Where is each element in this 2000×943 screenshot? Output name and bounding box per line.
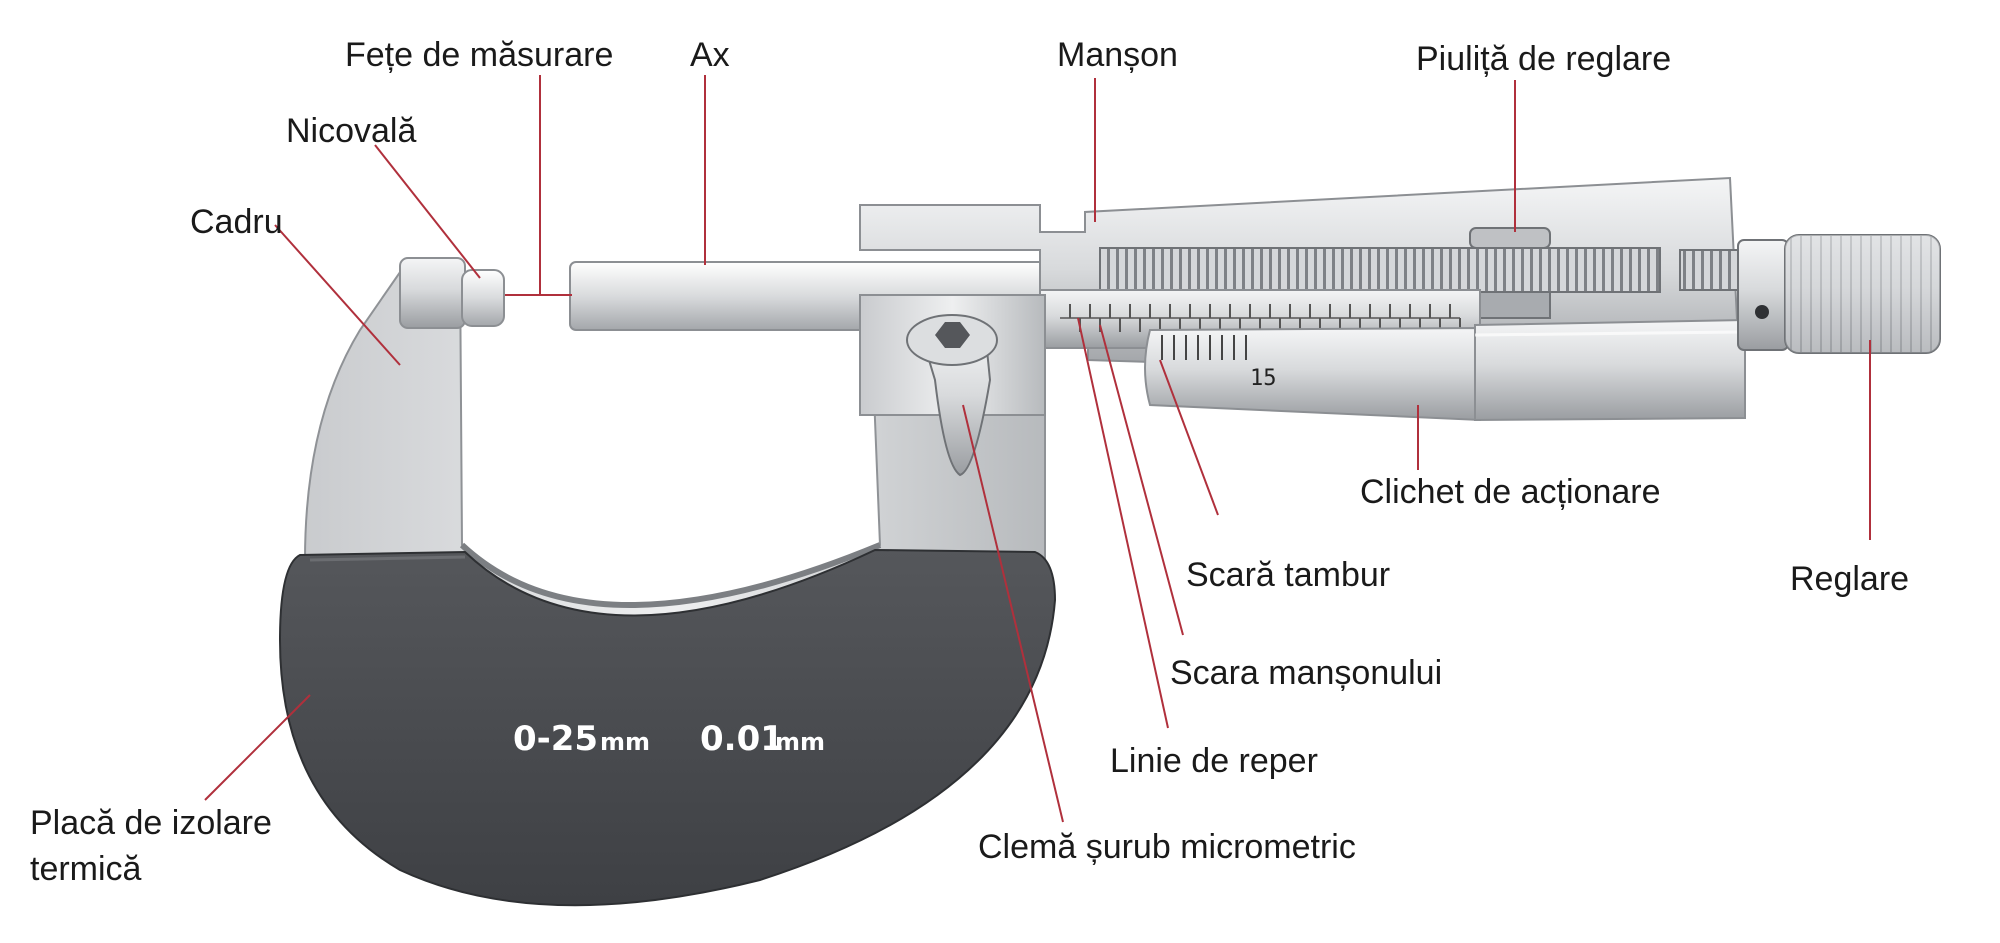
thimble [1144,326,1481,422]
label-placa-line2: termică [30,850,142,888]
labels: Fețe de măsurare Ax Manșon Piuliță de re… [30,36,1909,888]
plate-markings: 0-25 mm 0.01 mm [513,719,825,759]
label-cadru: Cadru [190,203,283,241]
label-linie-reper: Linie de reper [1110,742,1318,780]
leader-nicovala [374,144,481,279]
leader-lines [204,75,1871,823]
plate-range-unit: mm [600,728,650,756]
micrometer-body: 15 0-25 mm 0.01 mm [278,176,1941,907]
leader-fete-masurare [505,75,541,296]
label-piulita: Piuliță de reglare [1416,40,1671,78]
label-clema: Clemă șurub micrometric [978,828,1356,866]
label-ax: Ax [690,36,730,74]
ratchet-body [1474,318,1746,422]
label-scara-tambur: Scară tambur [1186,556,1390,594]
leader-clema [962,404,1064,823]
thimble-scale [1161,335,1247,360]
label-fete-masurare: Fețe de măsurare [345,36,613,74]
thimble-number: 15 [1250,366,1277,391]
leader-scara-mansonului [1099,324,1184,636]
leader-cadru [274,224,401,366]
label-clichet: Clichet de acționare [1360,473,1661,511]
adjust-collar [1737,239,1789,351]
anvil [461,269,505,327]
plate-resolution-unit: mm [775,728,825,756]
leader-scara-tambur [1159,359,1219,516]
insulation-plate [278,548,1057,907]
plate-resolution-value: 0.01 [700,719,784,759]
thread-cutaway [1099,247,1661,293]
anvil-post [399,257,466,329]
plate-range-value: 0-25 [513,719,598,759]
leader-placa [204,694,311,801]
label-scara-mansonului: Scara manșonului [1170,654,1442,692]
label-nicovala: Nicovală [286,112,416,150]
label-manson: Manșon [1057,36,1178,74]
label-placa-line1: Placă de izolare [30,804,272,842]
label-reglare: Reglare [1790,560,1909,598]
clamp-lever [918,329,992,477]
leader-linie-reper [1077,317,1169,729]
